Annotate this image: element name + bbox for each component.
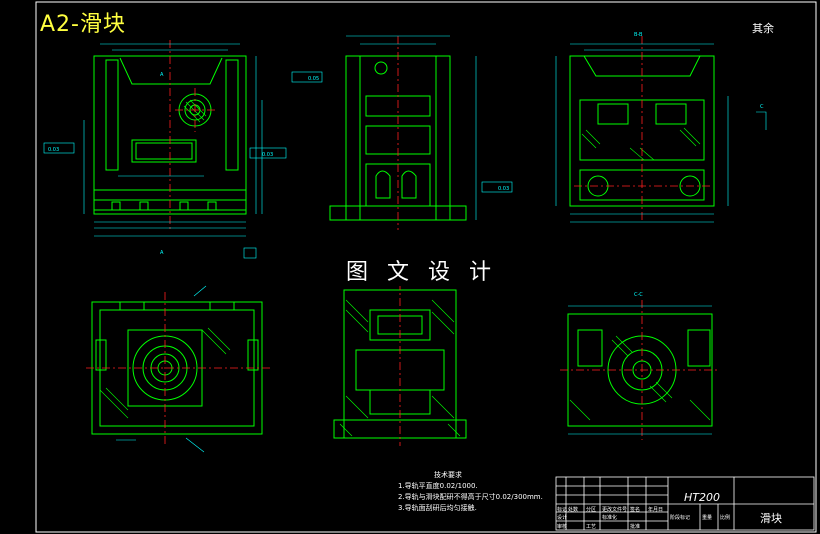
bottom-view-hatch <box>99 327 231 419</box>
bottom-view-centerlines <box>86 292 270 446</box>
side-view-labels: 0.05 0.03 <box>308 76 509 192</box>
front-view-labels: A A 0.03 0.03 <box>48 72 273 256</box>
section-c-labels: C-C <box>634 292 643 298</box>
section-c-marker: C <box>760 104 764 110</box>
tolerance-label-2: 0.03 <box>262 152 273 158</box>
title-block-cell: 签名 <box>630 507 641 513</box>
title-block-cell: 设计 <box>557 515 568 521</box>
tolerance-label-3: 0.05 <box>308 76 319 82</box>
title-block <box>555 476 815 531</box>
section-c-hatch <box>569 335 711 421</box>
title-block-cell: 阶段标记 <box>670 515 691 521</box>
title-block-cell: 比例 <box>720 515 731 521</box>
side-view-dimensions <box>291 35 513 220</box>
bottom-view-dimensions <box>116 285 207 453</box>
note-item-3: 3.导轨面刮研后均匀接触. <box>398 504 477 512</box>
section-c-dimensions <box>568 305 712 435</box>
tolerance-label-4: 0.03 <box>498 186 509 192</box>
title-block-cell: 分区 <box>586 507 597 513</box>
section-c-centerlines <box>560 300 720 440</box>
note-item-2: 2.导轨与滑块配研不得高于尺寸0.02/300mm. <box>398 493 543 501</box>
title-block-cell: 年月日 <box>648 507 664 513</box>
svg-text:A: A <box>160 72 164 78</box>
title-block-cell: 批准 <box>630 524 641 530</box>
title-block-cell: 处数 <box>568 507 579 513</box>
technical-notes: 技术要求 1.导轨平直度0.02/1000. 2.导轨与滑块配研不得高于尺寸0.… <box>398 470 543 514</box>
tolerance-label-1: 0.03 <box>48 147 59 153</box>
drawing-title: A2-滑块 <box>40 12 126 37</box>
section-b-dimensions <box>555 43 767 223</box>
watermark-text: 图 文 设 计 <box>344 254 499 286</box>
section-c-title: C-C <box>634 292 643 298</box>
title-block-cell: 重量 <box>702 515 713 521</box>
title-block-material: HT200 <box>684 491 720 504</box>
title-block-cell: 工艺 <box>586 524 597 530</box>
section-b-hatch <box>581 127 701 161</box>
title-block-cell: 更改文件号 <box>602 507 628 513</box>
title-block-cell: 审核 <box>557 524 568 530</box>
front-view-centerlines <box>169 40 215 230</box>
title-block-cell: 标记 <box>557 507 568 513</box>
note-item-1: 1.导轨平直度0.02/1000. <box>398 482 478 490</box>
title-block-part-name: 滑块 <box>760 512 782 525</box>
front-view-dimensions <box>43 43 287 259</box>
section-b-title: B-B <box>634 32 643 38</box>
section-b-centerlines <box>574 36 712 222</box>
bottom-middle-hatch <box>339 299 461 437</box>
section-b-labels: B-B C <box>634 32 764 110</box>
title-block-cell: 标准化 <box>602 515 618 521</box>
roughness-note: 其余 <box>752 22 774 35</box>
svg-text:A: A <box>160 250 164 256</box>
notes-heading: 技术要求 <box>434 471 462 479</box>
